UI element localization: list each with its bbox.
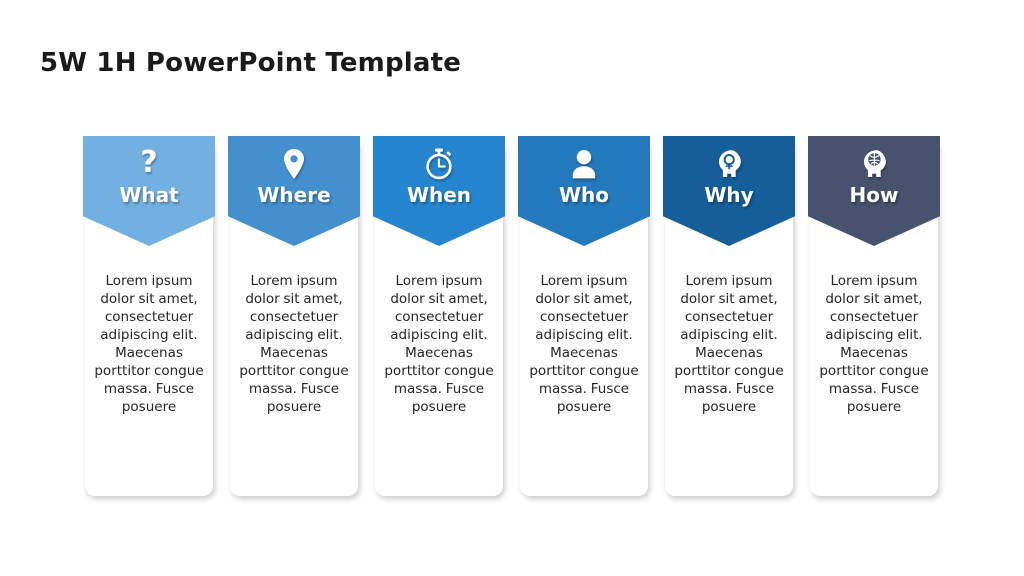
column-label: What	[119, 183, 179, 207]
column-label: When	[406, 183, 472, 207]
column-label: How	[849, 183, 899, 207]
head-brain-icon	[857, 147, 891, 181]
column-body-text: Lorem ipsum dolor sit amet, consectetuer…	[529, 273, 639, 415]
column-when[interactable]: When Lorem ipsum dolor sit amet, consect…	[373, 136, 505, 504]
stopwatch-icon	[422, 147, 456, 181]
column-body-text: Lorem ipsum dolor sit amet, consectetuer…	[384, 273, 494, 415]
column-label: Why	[704, 183, 754, 207]
map-pin-icon	[277, 147, 311, 181]
columns-row: ? What Lorem ipsum dolor sit amet, conse…	[83, 136, 945, 504]
column-label: Where	[257, 183, 331, 207]
column-what[interactable]: ? What Lorem ipsum dolor sit amet, conse…	[83, 136, 215, 504]
column-where[interactable]: Where Lorem ipsum dolor sit amet, consec…	[228, 136, 360, 504]
column-how[interactable]: How Lorem ipsum dolor sit amet, consecte…	[808, 136, 940, 504]
column-body-text: Lorem ipsum dolor sit amet, consectetuer…	[819, 273, 929, 415]
svg-text:?: ?	[140, 148, 157, 180]
column-body-text: Lorem ipsum dolor sit amet, consectetuer…	[94, 273, 204, 415]
column-body-text: Lorem ipsum dolor sit amet, consectetuer…	[674, 273, 784, 415]
column-body-text: Lorem ipsum dolor sit amet, consectetuer…	[239, 273, 349, 415]
column-who[interactable]: Who Lorem ipsum dolor sit amet, consecte…	[518, 136, 650, 504]
question-mark-icon: ?	[132, 147, 166, 181]
person-icon	[567, 147, 601, 181]
page-title: 5W 1H PowerPoint Template	[40, 48, 462, 78]
column-why[interactable]: Why Lorem ipsum dolor sit amet, consecte…	[663, 136, 795, 504]
head-lightbulb-icon	[712, 147, 746, 181]
column-label: Who	[558, 183, 610, 207]
